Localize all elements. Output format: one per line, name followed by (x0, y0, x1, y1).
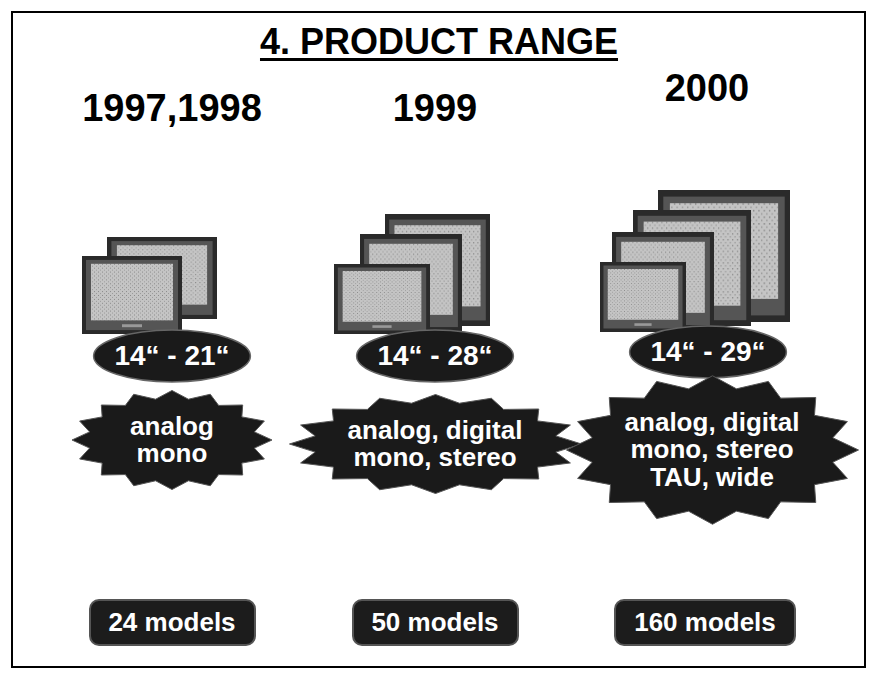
node-text: analog, digital mono, stereo (340, 417, 530, 472)
feature-starburst: analog, digital mono, stereo (288, 394, 583, 494)
node-label: 50 models (371, 608, 498, 637)
node-text: 14“ - 21“ (114, 342, 229, 370)
feature-starburst: analog mono (71, 390, 273, 490)
node-text: 50 models (371, 608, 498, 637)
node-label: 160 models (634, 608, 776, 637)
node-label: analog mono (107, 413, 237, 468)
node-text: 14“ - 29“ (650, 338, 765, 366)
node-label: analog, digital mono, stereo (340, 417, 530, 472)
year-label: 1999 (393, 88, 478, 130)
slide-title: 4. PRODUCT RANGE (260, 22, 618, 62)
feature-starburst: analog, digital mono, stereo TAU, wide (565, 375, 860, 525)
node-label: 14“ - 28“ (377, 342, 492, 370)
year-label: 2000 (665, 68, 750, 110)
size-range-ellipse: 14“ - 21“ (92, 329, 252, 383)
model-count-box: 24 models (89, 599, 256, 646)
year-label: 1997,1998 (82, 88, 262, 130)
tv-icons (82, 190, 790, 334)
size-range-ellipse: 14“ - 29“ (628, 325, 788, 379)
node-label: 14“ - 29“ (650, 338, 765, 366)
node-label: 14“ - 21“ (114, 342, 229, 370)
node-text: analog, digital mono, stereo TAU, wide (617, 409, 807, 491)
node-text: analog mono (107, 413, 237, 468)
node-label: 24 models (108, 608, 235, 637)
node-text: 14“ - 28“ (377, 342, 492, 370)
model-count-box: 160 models (614, 599, 796, 646)
frame-border (12, 12, 865, 667)
node-text: 24 models (108, 608, 235, 637)
size-range-ellipse: 14“ - 28“ (355, 329, 515, 383)
node-label: analog, digital mono, stereo TAU, wide (617, 409, 807, 491)
model-count-box: 50 models (352, 599, 519, 646)
node-text: 160 models (634, 608, 776, 637)
